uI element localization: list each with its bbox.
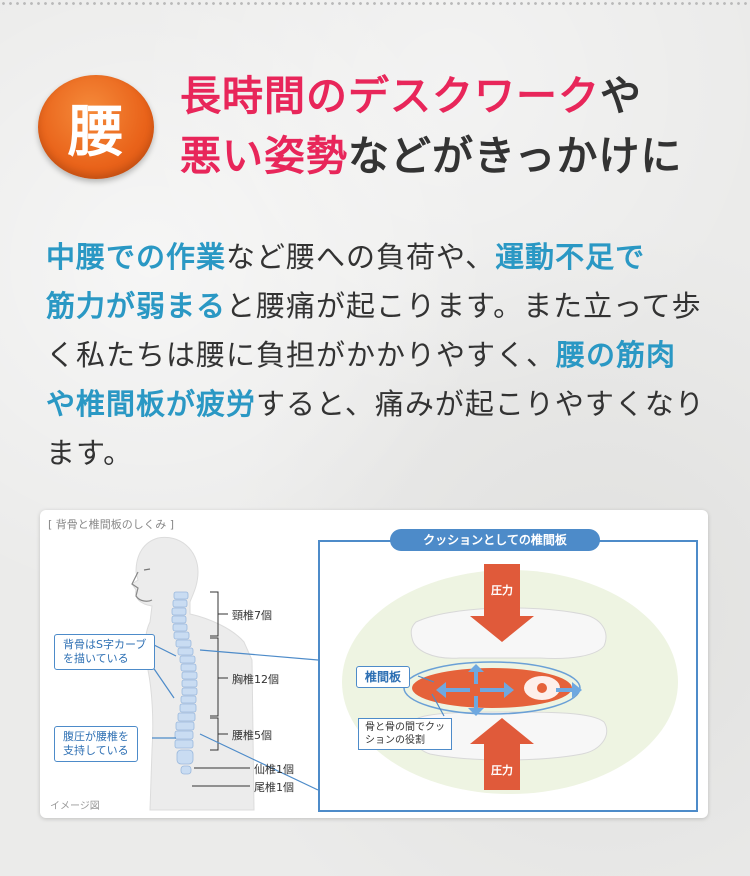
- body-line-5: ます。: [46, 429, 716, 478]
- headline-text-1: や: [600, 72, 642, 120]
- headline-highlight-1: 長時間のデスクワーク: [180, 72, 600, 120]
- spine-diagram-card: [ 背骨と椎間板のしくみ ]: [40, 510, 708, 818]
- pressure-arrow-top: [470, 564, 534, 642]
- pressure-top-label: 圧力: [491, 584, 513, 597]
- body-line-3: く私たちは腰に負担がかかりやすく、腰の筋肉: [46, 331, 716, 380]
- body-text: ます。: [46, 436, 134, 470]
- eye: [143, 568, 151, 571]
- badge-text: 腰: [68, 99, 124, 165]
- callout-text: ションの役割: [365, 735, 425, 746]
- pressure-callout: 腹圧が腰椎を 支持している: [54, 726, 138, 762]
- sacral-label: 仙椎1個: [254, 763, 294, 776]
- diagram-title: [ 背骨と椎間板のしくみ ]: [48, 518, 175, 531]
- callout-text: を描いている: [63, 652, 129, 665]
- callout-text: 背骨はS字カーブ: [63, 638, 147, 651]
- body-highlight: 筋力が弱まる: [46, 289, 227, 323]
- body-text: など腰への負荷や、: [226, 240, 496, 274]
- callout-text: 骨と骨の間でクッ: [365, 722, 445, 733]
- waist-badge: 腰: [38, 75, 154, 179]
- coccyx-label: 尾椎1個: [254, 781, 294, 794]
- human-spine-illustration: [131, 536, 318, 811]
- face-line: [131, 571, 153, 602]
- body-highlight: 運動不足で: [495, 240, 646, 274]
- region-brackets: [192, 591, 250, 787]
- body-text: と腰痛が起こります。また立って歩: [226, 289, 702, 323]
- s-curve-callout: 背骨はS字カーブ を描いている: [54, 634, 156, 670]
- callout-text: 腹圧が腰椎を: [63, 730, 129, 743]
- cervical-label: 頸椎7個: [232, 609, 272, 622]
- thoracic-label: 胸椎12個: [232, 673, 279, 686]
- headline-text-2: などがきっかけに: [348, 132, 683, 180]
- disc-label: 椎間板: [356, 666, 411, 688]
- zoom-connector: [199, 649, 318, 791]
- body-highlight: 腰の筋肉: [556, 338, 677, 372]
- disc-outer: [403, 661, 581, 715]
- body-line-4: や椎間板が疲労すると、痛みが起こりやすくなり: [46, 380, 716, 429]
- top-dotted-border: [0, 0, 750, 8]
- headline-line-1: 長時間のデスクワークや: [180, 66, 682, 126]
- callout-text: 支持している: [63, 744, 129, 757]
- pressure-arrow-bottom: [470, 718, 534, 790]
- force-arrows: [436, 664, 582, 716]
- body-highlight: 中腰での作業: [46, 240, 227, 274]
- headline-line-2: 悪い姿勢などがきっかけに: [180, 126, 682, 186]
- vertebrae: [171, 591, 198, 775]
- cushion-role-callout: 骨と骨の間でクッ ションの役割: [358, 718, 452, 750]
- body-text: すると、痛みが起こりやすくなり: [256, 387, 705, 421]
- headline-highlight-2: 悪い姿勢: [180, 132, 348, 180]
- body-text: く私たちは腰に負担がかかりやすく、: [46, 338, 557, 372]
- body-highlight: や椎間板が疲労: [46, 387, 257, 421]
- disc-inset-panel: クッションとしての椎間板: [318, 529, 698, 812]
- inset-title: クッションとしての椎間板: [390, 529, 600, 551]
- body-paragraph: 中腰での作業など腰への負荷や、運動不足で 筋力が弱まると腰痛が起こります。また立…: [46, 233, 716, 478]
- lumbar-label: 腰椎5個: [232, 729, 272, 742]
- body-line-2: 筋力が弱まると腰痛が起こります。また立って歩: [46, 282, 716, 331]
- image-note: イメージ図: [50, 801, 100, 812]
- headline: 長時間のデスクワークや 悪い姿勢などがきっかけに: [180, 66, 682, 186]
- body-line-1: 中腰での作業など腰への負荷や、運動不足で: [46, 233, 716, 282]
- pressure-bottom-label: 圧力: [491, 764, 513, 777]
